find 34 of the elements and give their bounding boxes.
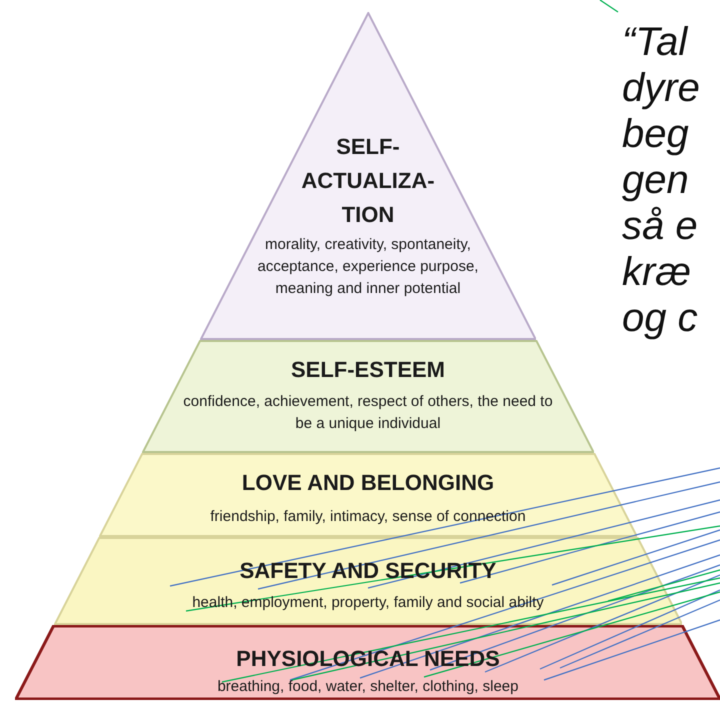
leader-line <box>290 539 720 681</box>
layer-heading: LOVE AND BELONGING <box>240 469 496 497</box>
layer-heading: SELF-ESTEEM <box>290 356 446 384</box>
layer-description: breathing, food, water, shelter, clothing, sleep <box>216 677 520 696</box>
quote-text: dyre <box>622 68 700 108</box>
quote-text: gen <box>622 160 689 200</box>
pyramid-layer <box>98 453 638 537</box>
pyramid-layer <box>142 340 594 453</box>
quote-text: og c <box>622 298 698 338</box>
leader-line <box>424 591 720 678</box>
layer-description: morality, creativity, spontaneity, acceptance, experience purpose, meaning and inner potential <box>256 235 480 299</box>
pyramid-layer <box>15 625 720 700</box>
leader-line <box>484 574 720 673</box>
layer-heading: SELF- ACTUALIZA- TION <box>300 133 436 229</box>
leader-line <box>368 499 720 589</box>
layer-description: confidence, achievement, respect of others, the need to be a unique individual <box>182 392 554 434</box>
leader-line <box>360 554 720 679</box>
leader-line <box>540 589 720 670</box>
pyramid-layer <box>54 537 682 625</box>
leader-line <box>552 529 720 586</box>
leader-line <box>544 619 720 681</box>
leader-line <box>292 582 720 681</box>
quote-text: så e <box>622 206 698 246</box>
leader-line <box>170 467 720 587</box>
leader-line <box>222 577 720 683</box>
leader-line <box>258 481 720 590</box>
leader-line <box>430 564 720 671</box>
pyramid-layer <box>200 12 536 340</box>
leader-line <box>560 599 720 669</box>
quote-text: beg <box>622 114 689 154</box>
leader-line <box>608 569 720 602</box>
leader-line <box>460 511 720 584</box>
quote-text: “Tal <box>622 22 688 62</box>
quote-text: kræ <box>622 252 691 292</box>
